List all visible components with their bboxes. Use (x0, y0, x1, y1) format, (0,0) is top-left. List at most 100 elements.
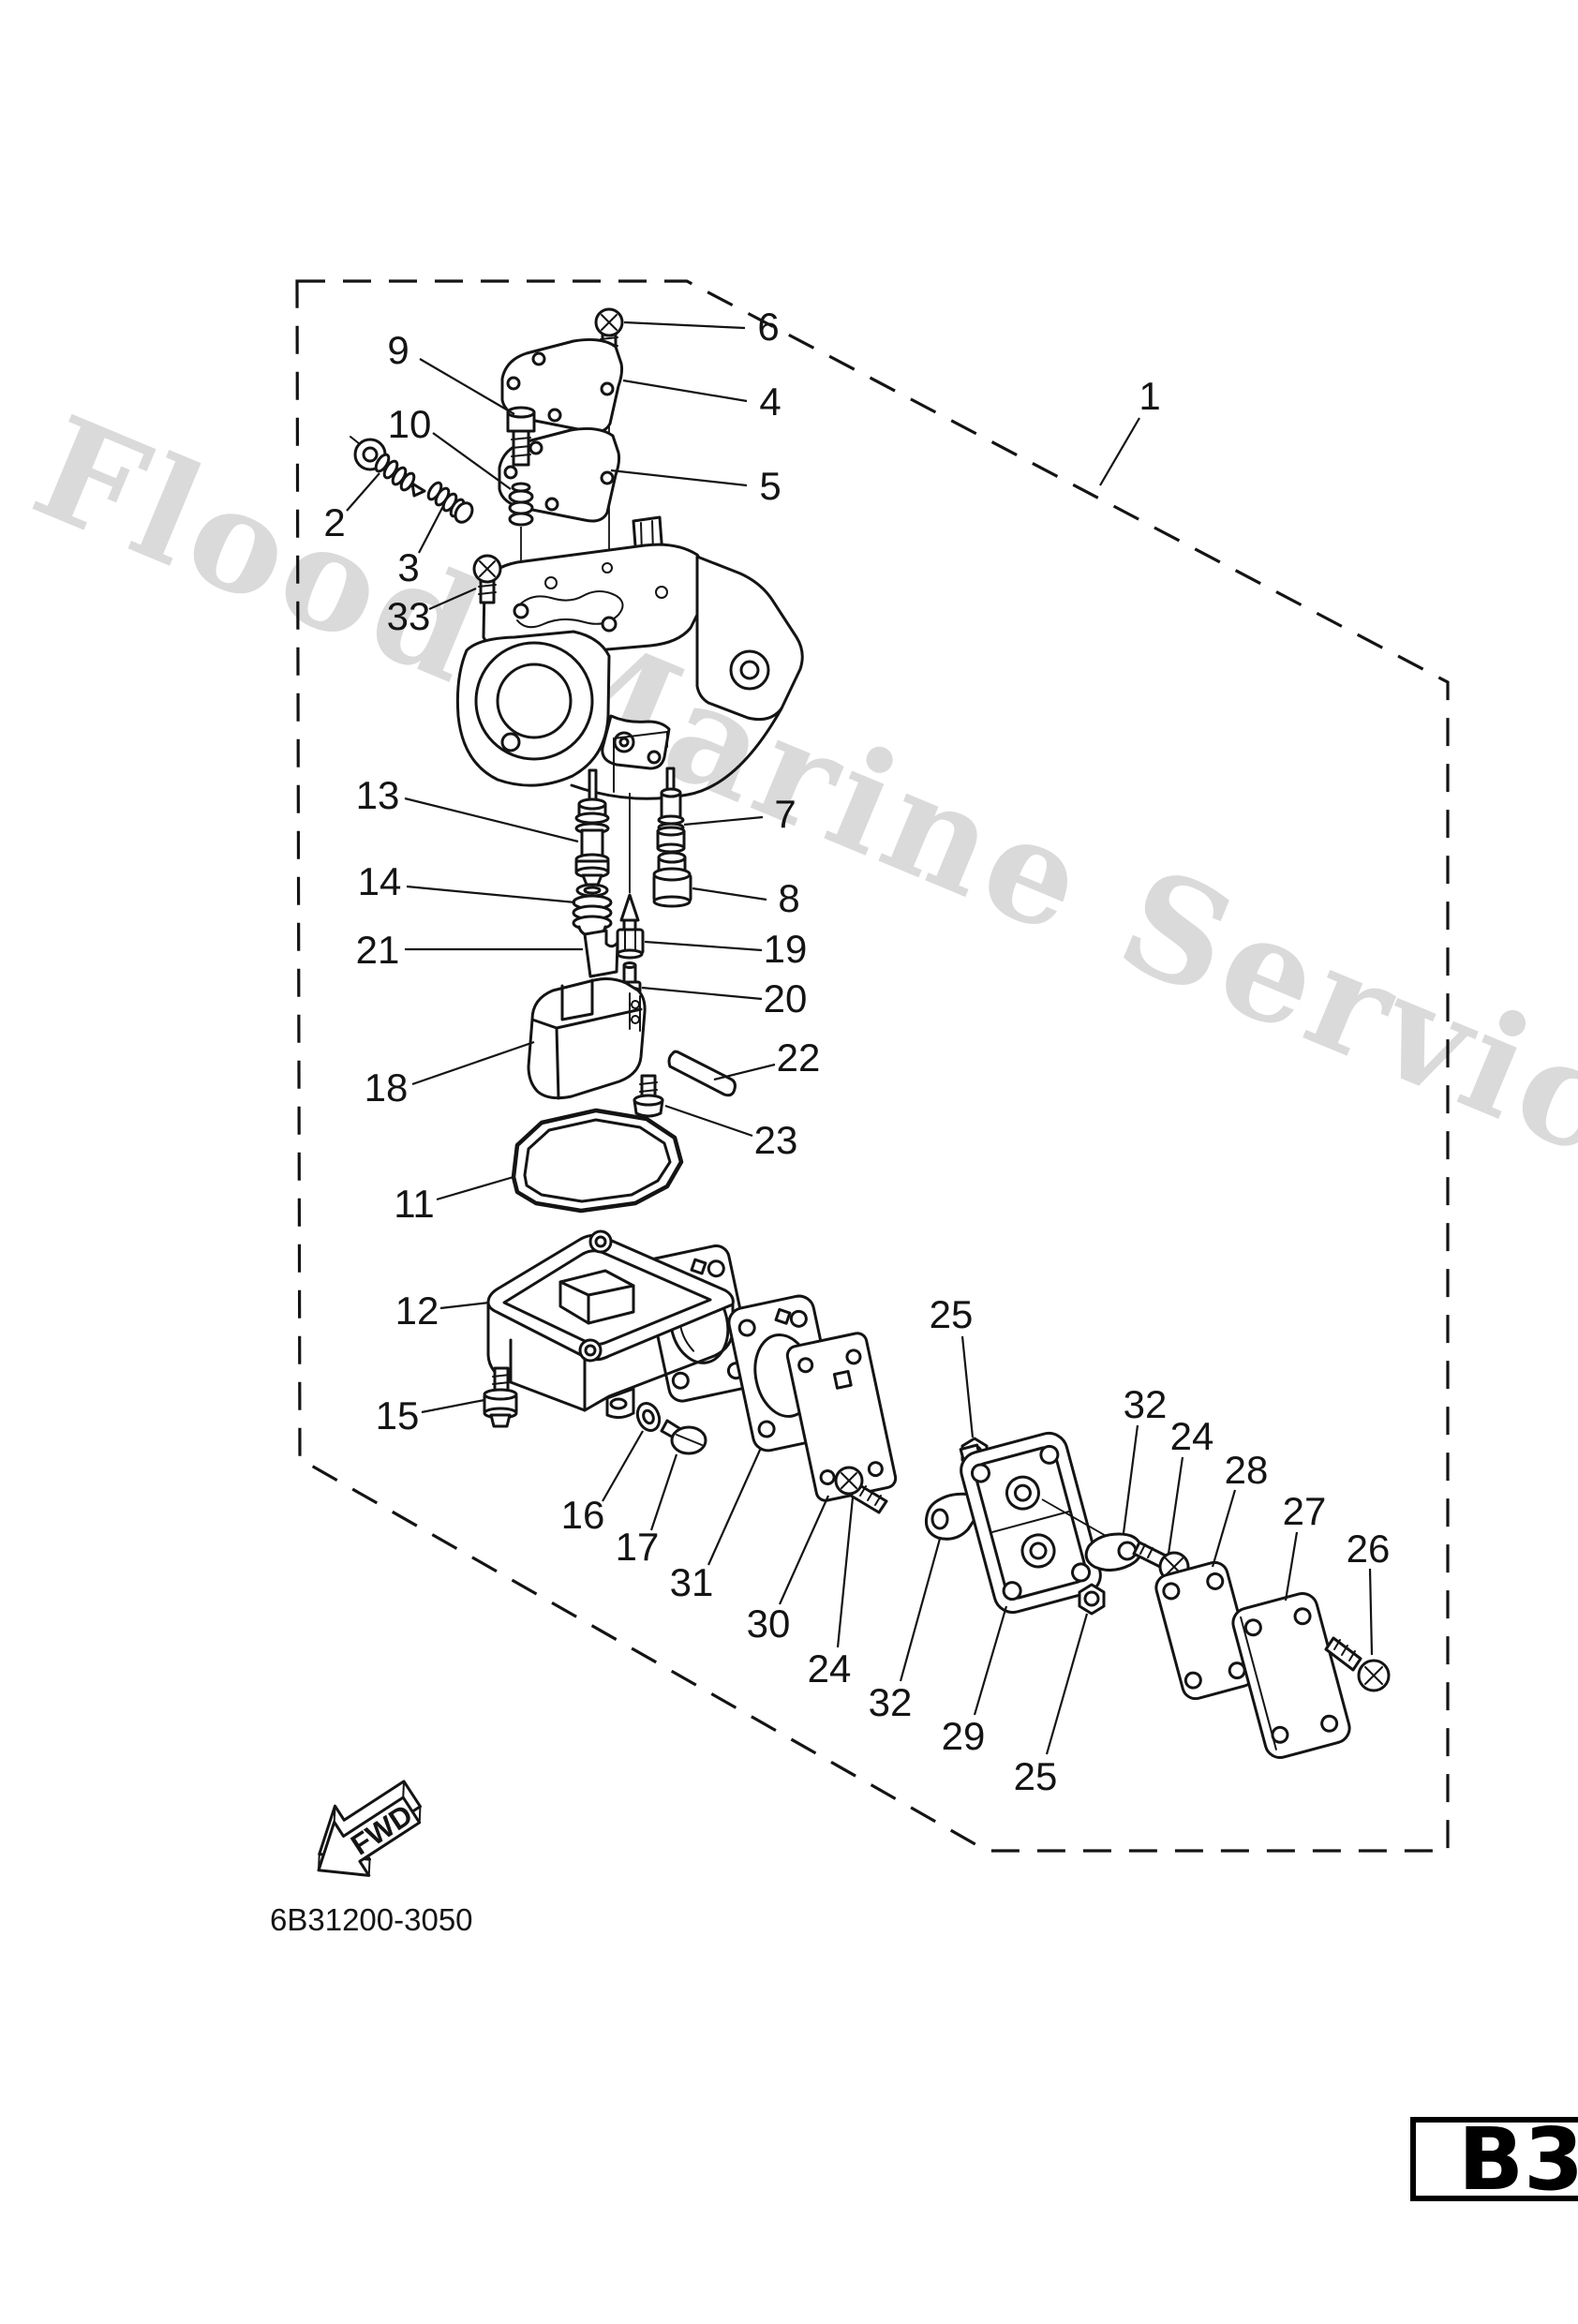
callout-label-6: 6 (757, 305, 779, 349)
leader-line-31 (707, 1447, 763, 1566)
part-27-pump-cover (1231, 1591, 1351, 1760)
part-12-float-bowl (486, 1229, 756, 1420)
part-23-screw (633, 1074, 664, 1118)
callout-label-1: 1 (1139, 374, 1160, 418)
callout-label-14: 14 (358, 859, 402, 903)
callout-label-24: 24 (1170, 1414, 1214, 1458)
leader-line-23 (664, 1104, 753, 1138)
leader-line-25 (960, 1335, 975, 1438)
callout-label-12: 12 (395, 1289, 439, 1333)
part-32-grommet-right (1084, 1532, 1143, 1572)
part-19-needle-valve (616, 893, 645, 960)
callout-label-30: 30 (747, 1601, 791, 1646)
callout-label-23: 23 (754, 1118, 798, 1162)
part-11-bowl-gasket (511, 1108, 684, 1214)
leader-line-25 (1045, 1613, 1089, 1755)
leader-line-14 (406, 885, 576, 904)
leader-line-26 (1368, 1568, 1374, 1656)
part-15-drain-screw (483, 1366, 518, 1428)
callout-label-5: 5 (759, 464, 781, 508)
callout-label-25: 25 (930, 1292, 974, 1336)
leader-line-4 (622, 379, 748, 403)
leader-line-16 (602, 1430, 644, 1502)
callout-label-24: 24 (808, 1646, 852, 1691)
part-16-washer (635, 1401, 662, 1433)
dashed-border (295, 279, 1450, 1853)
callout-label-15: 15 (376, 1393, 420, 1438)
page-code: B3 (1458, 2109, 1578, 2210)
callout-label-33: 33 (387, 594, 431, 638)
callout-label-7: 7 (774, 792, 796, 836)
callout-label-13: 13 (356, 773, 400, 817)
leader-line-12 (439, 1301, 490, 1310)
part-25-nut-lower (1078, 1583, 1106, 1616)
drawing-number: 6B31200-3050 (270, 1902, 473, 1937)
leader-line-24 (1167, 1456, 1184, 1555)
part-13-main-nozzle (574, 768, 610, 886)
callout-label-32: 32 (869, 1680, 913, 1724)
callout-label-32: 32 (1124, 1382, 1168, 1426)
callout-label-27: 27 (1283, 1489, 1327, 1533)
callout-label-21: 21 (356, 928, 400, 972)
leader-line-29 (973, 1605, 1008, 1716)
carburetor-body (455, 515, 804, 800)
callout-label-8: 8 (778, 876, 799, 920)
callout-label-25: 25 (1014, 1754, 1058, 1798)
leader-line-5 (610, 469, 748, 487)
leader-line-22 (713, 1063, 776, 1081)
part-10-spring (508, 482, 534, 527)
page-code-tab: B3 (1410, 2109, 1578, 2210)
callout-label-22: 22 (777, 1035, 821, 1080)
leader-line-32 (899, 1538, 942, 1682)
part-17-drain-plug-screw (660, 1419, 707, 1455)
part-7-needle-jet (656, 767, 686, 854)
callout-label-20: 20 (764, 976, 808, 1020)
leader-line-33 (428, 587, 477, 611)
part-26-screw (1324, 1636, 1391, 1692)
part-9-throttle-stop-screw (506, 406, 536, 467)
part-21-clip-plate (583, 929, 619, 978)
callout-label-29: 29 (942, 1714, 986, 1758)
leader-line-6 (623, 320, 746, 330)
callout-label-10: 10 (388, 402, 432, 446)
leader-line-3 (418, 505, 444, 554)
leader-line-17 (649, 1453, 678, 1531)
leader-line-18 (411, 1040, 535, 1086)
leader-line-15 (421, 1398, 485, 1414)
leader-line-24 (836, 1497, 855, 1648)
leader-line-13 (404, 797, 579, 843)
callout-label-17: 17 (616, 1525, 660, 1569)
callout-label-4: 4 (759, 380, 781, 424)
callout-label-31: 31 (670, 1560, 714, 1604)
part-14-main-jet (572, 883, 613, 938)
leader-line-8 (692, 886, 767, 901)
callout-label-28: 28 (1225, 1448, 1269, 1492)
part-3-spring (426, 481, 474, 524)
leader-line-11 (436, 1175, 514, 1201)
part-24-screw-left (834, 1466, 888, 1514)
part-22-float-pin (667, 1050, 737, 1097)
leader-line-7 (683, 815, 764, 827)
callout-label-11: 11 (394, 1182, 435, 1226)
callout-layer: 1234567891011121314151617181920212223242… (323, 305, 1390, 1798)
callout-label-3: 3 (397, 545, 419, 589)
callout-label-18: 18 (365, 1065, 409, 1110)
leader-line-28 (1211, 1489, 1237, 1568)
leader-line-20 (641, 986, 763, 1001)
leader-line-32 (1122, 1424, 1139, 1534)
part-18-float (527, 977, 647, 1100)
part-29-pump-body (959, 1431, 1102, 1615)
part-2-pilot-screw (350, 436, 426, 498)
callout-label-2: 2 (323, 500, 345, 544)
callout-label-16: 16 (561, 1493, 605, 1537)
callout-label-19: 19 (764, 927, 808, 971)
leader-line-27 (1284, 1531, 1299, 1601)
part-33-screw (472, 554, 502, 604)
part-30-diaphragm (785, 1332, 898, 1502)
leader-line-30 (778, 1495, 830, 1605)
fwd-arrow-icon: FWD (317, 1780, 422, 1877)
leader-line-10 (432, 432, 512, 490)
leader-line-9 (419, 358, 515, 415)
